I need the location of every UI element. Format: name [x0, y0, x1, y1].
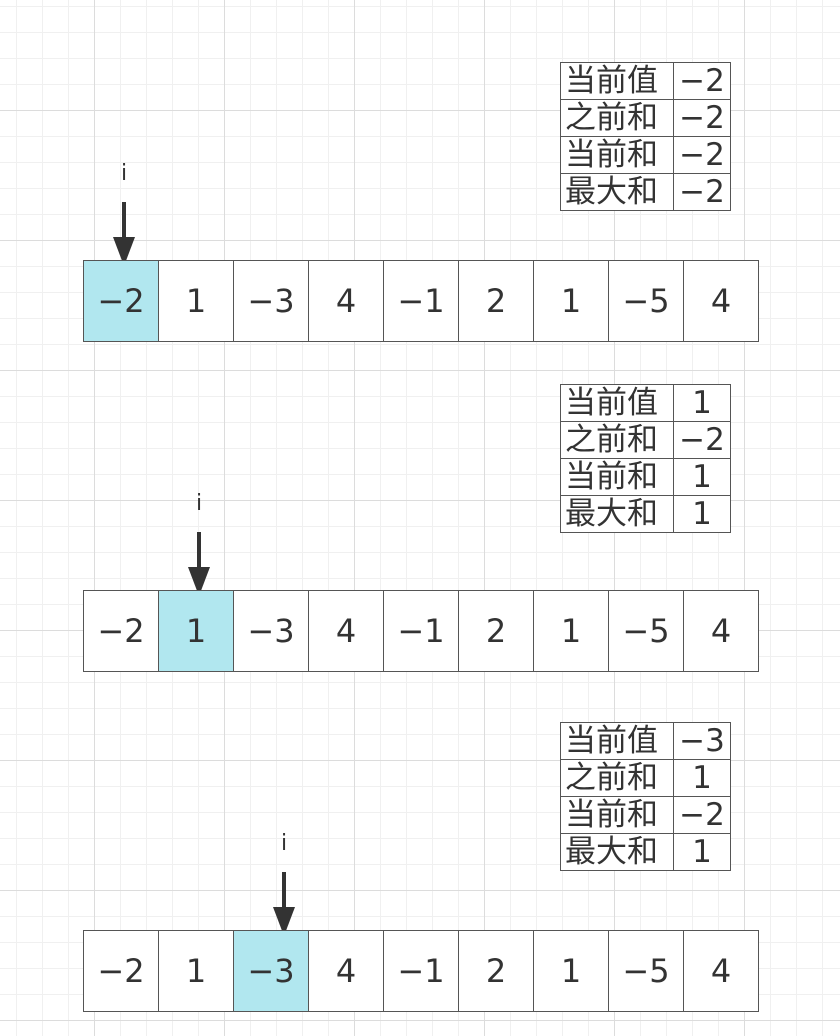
value-current-value: −2	[673, 62, 731, 100]
array-cell: 4	[309, 591, 384, 671]
array-cell: 1	[534, 261, 609, 341]
array-cell: −5	[609, 261, 684, 341]
array-cell: −5	[609, 591, 684, 671]
row-previous-sum: 之前和 1	[560, 759, 731, 797]
step-1-array: −2 1 −3 4 −1 2 1 −5 4	[83, 260, 759, 342]
pointer-label: i	[120, 161, 128, 186]
value-current-sum: −2	[673, 136, 731, 174]
array-cell: 2	[459, 261, 534, 341]
array-cell: −5	[609, 931, 684, 1011]
array-cell: 4	[309, 261, 384, 341]
value-current-value: −3	[673, 722, 731, 760]
label-previous-sum: 之前和	[560, 759, 674, 797]
value-current-sum: −2	[673, 796, 731, 834]
value-previous-sum: −2	[673, 99, 731, 137]
array-cell: 1	[534, 591, 609, 671]
step-2-pointer: i	[179, 492, 219, 602]
row-previous-sum: 之前和 −2	[560, 421, 731, 459]
step-1: 当前值 −2 之前和 −2 当前和 −2 最大和 −2 i	[0, 0, 840, 342]
step-1-info-table: 当前值 −2 之前和 −2 当前和 −2 最大和 −2	[560, 62, 731, 211]
step-3: 当前值 −3 之前和 1 当前和 −2 最大和 1 i −	[0, 670, 840, 1012]
row-previous-sum: 之前和 −2	[560, 99, 731, 137]
row-current-value: 当前值 −3	[560, 722, 731, 760]
value-max-sum: 1	[673, 833, 731, 871]
array-cell: 2	[459, 931, 534, 1011]
label-current-value: 当前值	[560, 722, 674, 760]
label-max-sum: 最大和	[560, 173, 674, 211]
value-current-value: 1	[673, 384, 731, 422]
array-cell: −3	[234, 261, 309, 341]
down-arrow-icon	[188, 532, 210, 596]
row-max-sum: 最大和 1	[560, 495, 731, 533]
label-max-sum: 最大和	[560, 833, 674, 871]
step-2-array: −2 1 −3 4 −1 2 1 −5 4	[83, 590, 759, 672]
row-current-value: 当前值 1	[560, 384, 731, 422]
label-current-sum: 当前和	[560, 458, 674, 496]
down-arrow-icon	[273, 872, 295, 936]
step-3-pointer: i	[264, 832, 304, 942]
step-3-array: −2 1 −3 4 −1 2 1 −5 4	[83, 930, 759, 1012]
array-cell: 4	[710, 282, 732, 320]
value-max-sum: 1	[673, 495, 731, 533]
label-previous-sum: 之前和	[560, 421, 674, 459]
row-max-sum: 最大和 1	[560, 833, 731, 871]
array-cell: 4	[710, 612, 732, 650]
array-cell: −1	[384, 261, 459, 341]
down-arrow-icon	[113, 202, 135, 266]
label-current-value: 当前值	[560, 62, 674, 100]
label-current-value: 当前值	[560, 384, 674, 422]
step-3-info-table: 当前值 −3 之前和 1 当前和 −2 最大和 1	[560, 722, 731, 871]
row-current-sum: 当前和 1	[560, 458, 731, 496]
array-cell-active: 1	[159, 591, 234, 671]
row-current-value: 当前值 −2	[560, 62, 731, 100]
array-cell-active: −2	[84, 261, 159, 341]
array-cell: 4	[309, 931, 384, 1011]
step-2: 当前值 1 之前和 −2 当前和 1 最大和 1 i −2	[0, 330, 840, 672]
array-cell: −1	[384, 931, 459, 1011]
row-current-sum: 当前和 −2	[560, 136, 731, 174]
value-previous-sum: 1	[673, 759, 731, 797]
array-cell: −2	[84, 931, 159, 1011]
array-cell: −3	[234, 591, 309, 671]
pointer-label: i	[280, 831, 288, 856]
pointer-label: i	[195, 491, 203, 516]
label-max-sum: 最大和	[560, 495, 674, 533]
value-current-sum: 1	[673, 458, 731, 496]
array-cell: 1	[159, 931, 234, 1011]
step-1-pointer: i	[104, 162, 144, 272]
row-max-sum: 最大和 −2	[560, 173, 731, 211]
row-current-sum: 当前和 −2	[560, 796, 731, 834]
label-current-sum: 当前和	[560, 796, 674, 834]
array-cell: 1	[534, 931, 609, 1011]
value-previous-sum: −2	[673, 421, 731, 459]
array-cell-active: −3	[234, 931, 309, 1011]
array-cell: −1	[384, 591, 459, 671]
label-current-sum: 当前和	[560, 136, 674, 174]
array-cell: 2	[459, 591, 534, 671]
array-cell: 1	[159, 261, 234, 341]
array-cell: −2	[84, 591, 159, 671]
step-2-info-table: 当前值 1 之前和 −2 当前和 1 最大和 1	[560, 384, 731, 533]
label-previous-sum: 之前和	[560, 99, 674, 137]
array-cell: 4	[710, 952, 732, 990]
value-max-sum: −2	[673, 173, 731, 211]
